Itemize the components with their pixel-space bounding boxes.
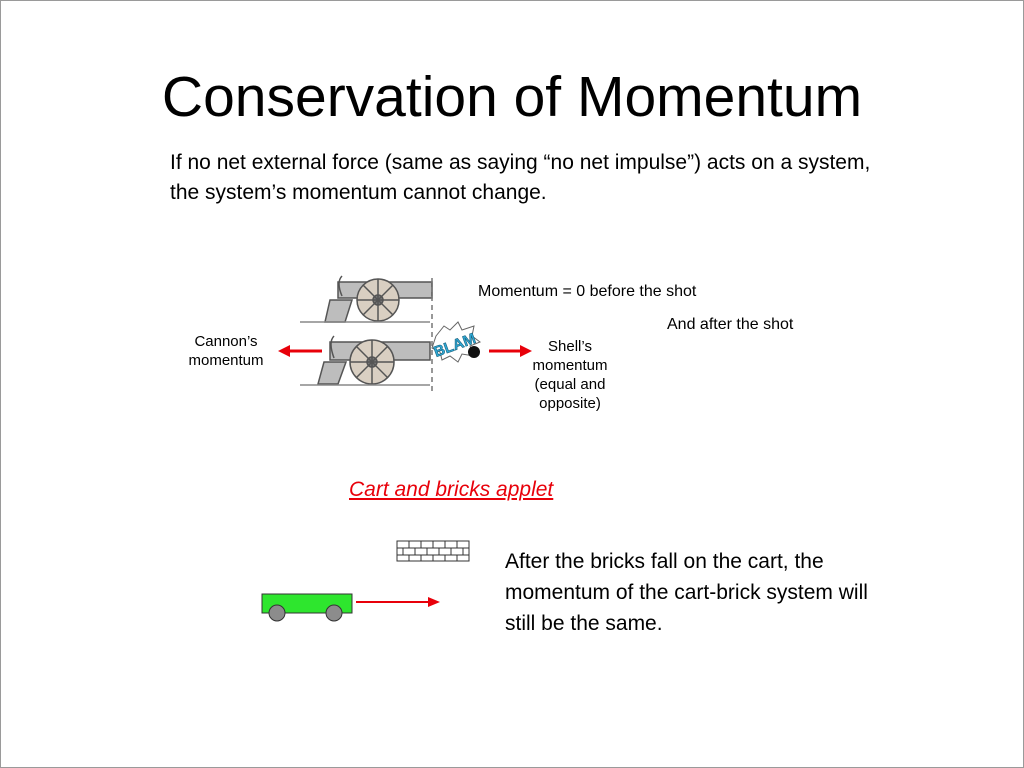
shell-momentum-arrow (489, 345, 532, 357)
wheel-icon (268, 604, 286, 622)
cart-icon (261, 593, 353, 622)
momentum-before-label: Momentum = 0 before the shot (478, 283, 697, 300)
cart-bricks-applet-link[interactable]: Cart and bricks applet (349, 478, 554, 501)
shell-momentum-label: Shell’s momentum (equal and opposite) (532, 338, 608, 412)
cannon-before-icon (300, 275, 433, 323)
wheel-icon (325, 604, 343, 622)
cannon-momentum-arrow (278, 345, 322, 357)
bricks-icon (396, 540, 470, 562)
slide-title: Conservation of Momentum (161, 65, 863, 129)
cannon-after-icon (300, 335, 431, 386)
cart-momentum-arrow (356, 597, 440, 607)
momentum-after-label: And after the shot (667, 316, 794, 333)
shell-ball (468, 346, 480, 358)
cannon-momentum-label: Cannon’s momentum (188, 333, 264, 369)
cart-caption: After the bricks fall on the cart, the m… (505, 550, 868, 635)
intro-text: If no net external force (same as saying… (170, 151, 871, 204)
